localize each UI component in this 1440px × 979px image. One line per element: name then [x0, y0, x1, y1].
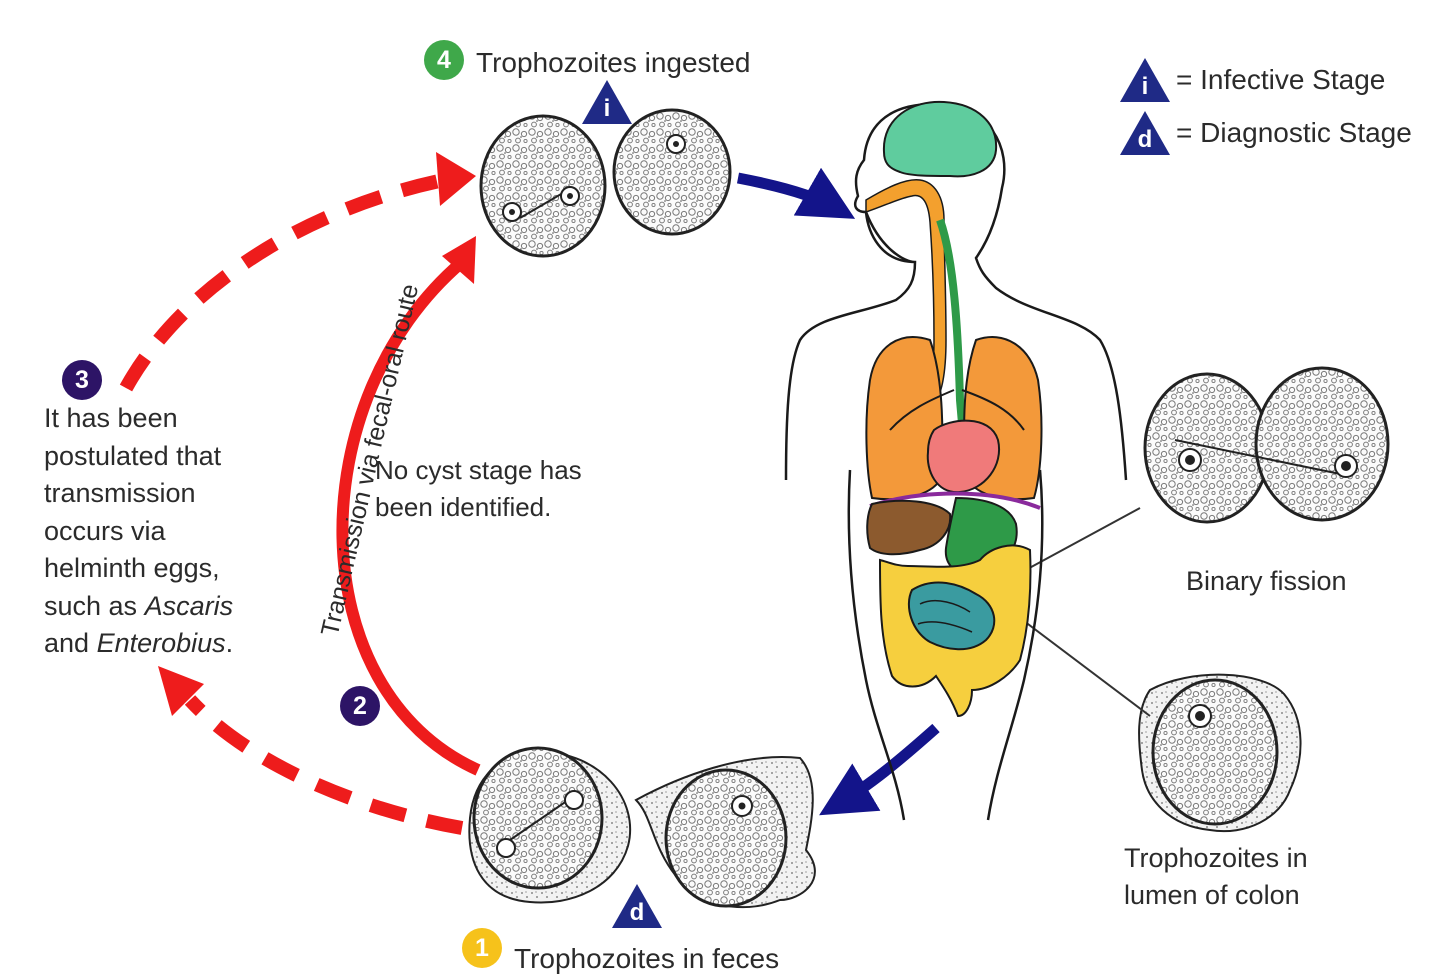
human-body: [784, 100, 1128, 821]
step4-label: Trophozoites ingested: [476, 47, 751, 78]
dashed-arrow-to-step3-head: [158, 666, 204, 716]
step4-infective-marker-icon: i: [582, 80, 632, 124]
step1-label: Trophozoites in feces: [514, 943, 780, 974]
binary-fission-label: Binary fission: [1186, 566, 1347, 596]
fecal-oral-route-arrowhead: [442, 236, 476, 284]
small-intestine: [907, 581, 996, 651]
small-intestine-loops: [917, 600, 973, 633]
step3-line7-prefix: and: [44, 628, 97, 658]
infective-marker-letter: i: [1141, 73, 1149, 100]
dashed-arrow-to-step3: [184, 695, 464, 835]
step3-line-3: transmission: [44, 478, 196, 508]
dashed-arrow-to-ingested: [119, 173, 446, 392]
step4-number-icon: 4: [424, 40, 464, 80]
infective-stage-marker-icon: i: [1120, 58, 1170, 102]
step3-line6-prefix: such as: [44, 590, 145, 621]
legend-diagnostic-label: = Diagnostic Stage: [1176, 117, 1412, 148]
trophozoite-ingested-1: [479, 114, 607, 258]
trophozoite-ingested-2: [612, 108, 732, 236]
step3-line-5: helminth eggs,: [44, 553, 220, 583]
step3-line-6: such as Ascaris: [44, 588, 233, 626]
diagnostic-marker-letter: d: [1137, 126, 1153, 153]
step2-number-icon: 2: [340, 686, 380, 726]
legend-infective-label: = Infective Stage: [1176, 64, 1386, 95]
trophozoite-feces-1: [468, 746, 632, 904]
step3-line-2: postulated that: [44, 440, 222, 471]
step1-marker-letter: d: [629, 899, 645, 926]
trophozoite-lumen-cell: [1138, 673, 1302, 833]
step1-number-icon: 1: [462, 928, 502, 968]
esophagus: [936, 218, 970, 471]
lumen-label-line-2: lumen of colon: [1124, 880, 1300, 910]
step3-enterobius: Enterobius: [96, 628, 226, 658]
callout-line-lumen: [1011, 611, 1151, 717]
liver: [866, 499, 952, 556]
body-outline: [784, 102, 1128, 821]
fecal-oral-route-arrow: [336, 257, 481, 776]
dashed-arrow-to-ingested-head: [436, 152, 476, 206]
blue-arrow-to-body: [736, 167, 856, 219]
brain: [882, 100, 998, 178]
step3-line-1: It has been: [44, 403, 178, 433]
step1-diagnostic-marker-icon: d: [612, 884, 662, 928]
trophozoite-feces-2: [634, 756, 816, 909]
step4-marker-letter: i: [603, 95, 611, 122]
blue-arrow-to-feces: [819, 723, 940, 816]
callout-line-binary-fission: [1021, 507, 1141, 573]
diagnostic-stage-marker-icon: d: [1120, 111, 1170, 155]
step3-line7-suffix: .: [225, 628, 234, 658]
step3-number-icon: 3: [62, 360, 102, 400]
step3-ascaris: Ascaris: [144, 590, 234, 621]
step3-line-4: occurs via: [44, 515, 166, 546]
heart: [926, 419, 1001, 494]
step3-line-7: and Enterobius.: [44, 625, 233, 663]
bronchi: [889, 389, 1025, 431]
step3-description: It has been postulated that transmission…: [44, 400, 233, 663]
step2-note-line-1: No cyst stage has: [375, 455, 582, 485]
lumen-label-line-1: Trophozoites in: [1124, 843, 1308, 873]
binary-fission-cell: [1143, 366, 1390, 524]
step2-note-line-2: been identified.: [375, 492, 552, 522]
